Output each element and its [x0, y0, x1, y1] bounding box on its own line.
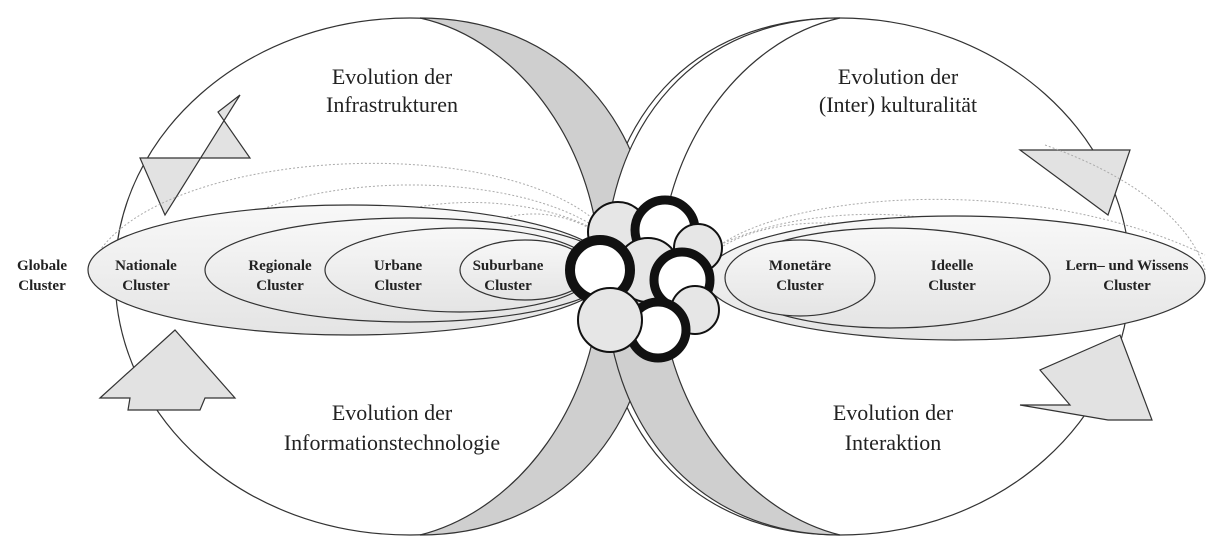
label-nationale-line1: Nationale — [115, 258, 177, 274]
title-bottom-left-line1: Evolution der — [332, 400, 453, 425]
label-ideelle-line2: Cluster — [928, 278, 976, 294]
label-suburbane-line1: Suburbane — [473, 258, 544, 274]
label-monetaere-line1: Monetäre — [769, 258, 832, 274]
center-cluster — [565, 195, 723, 363]
label-urbane-line1: Urbane — [374, 258, 423, 274]
ellipse-monetaere — [724, 239, 876, 317]
label-regionale-line2: Cluster — [256, 278, 304, 294]
arrow-bottom-right — [1019, 334, 1153, 421]
label-nationale-line2: Cluster — [122, 278, 170, 294]
title-top-right-line1: Evolution der — [838, 64, 959, 89]
title-bottom-right-line1: Evolution der — [833, 400, 954, 425]
arrow-bottom-left — [98, 329, 237, 411]
title-top-left-line2: Infrastrukturen — [326, 92, 458, 117]
label-lern-line1: Lern– und Wissens — [1066, 258, 1189, 274]
label-urbane-line2: Cluster — [374, 278, 422, 294]
label-globale-line2: Cluster — [18, 278, 66, 294]
label-ideelle-line1: Ideelle — [931, 258, 974, 274]
label-monetaere-line2: Cluster — [776, 278, 824, 294]
title-top-left-line1: Evolution der — [332, 64, 453, 89]
label-lern-line2: Cluster — [1103, 278, 1151, 294]
title-top-right-line2: (Inter) kulturalität — [819, 92, 977, 117]
arrow-top-left — [139, 94, 252, 217]
label-regionale-line1: Regionale — [248, 258, 312, 274]
title-bottom-right-line2: Interaktion — [845, 430, 942, 455]
arrow-top-right — [1018, 149, 1131, 216]
title-bottom-left-line2: Informationstechnologie — [284, 430, 500, 455]
label-globale-line1: Globale — [17, 258, 67, 274]
label-suburbane-line2: Cluster — [484, 278, 532, 294]
